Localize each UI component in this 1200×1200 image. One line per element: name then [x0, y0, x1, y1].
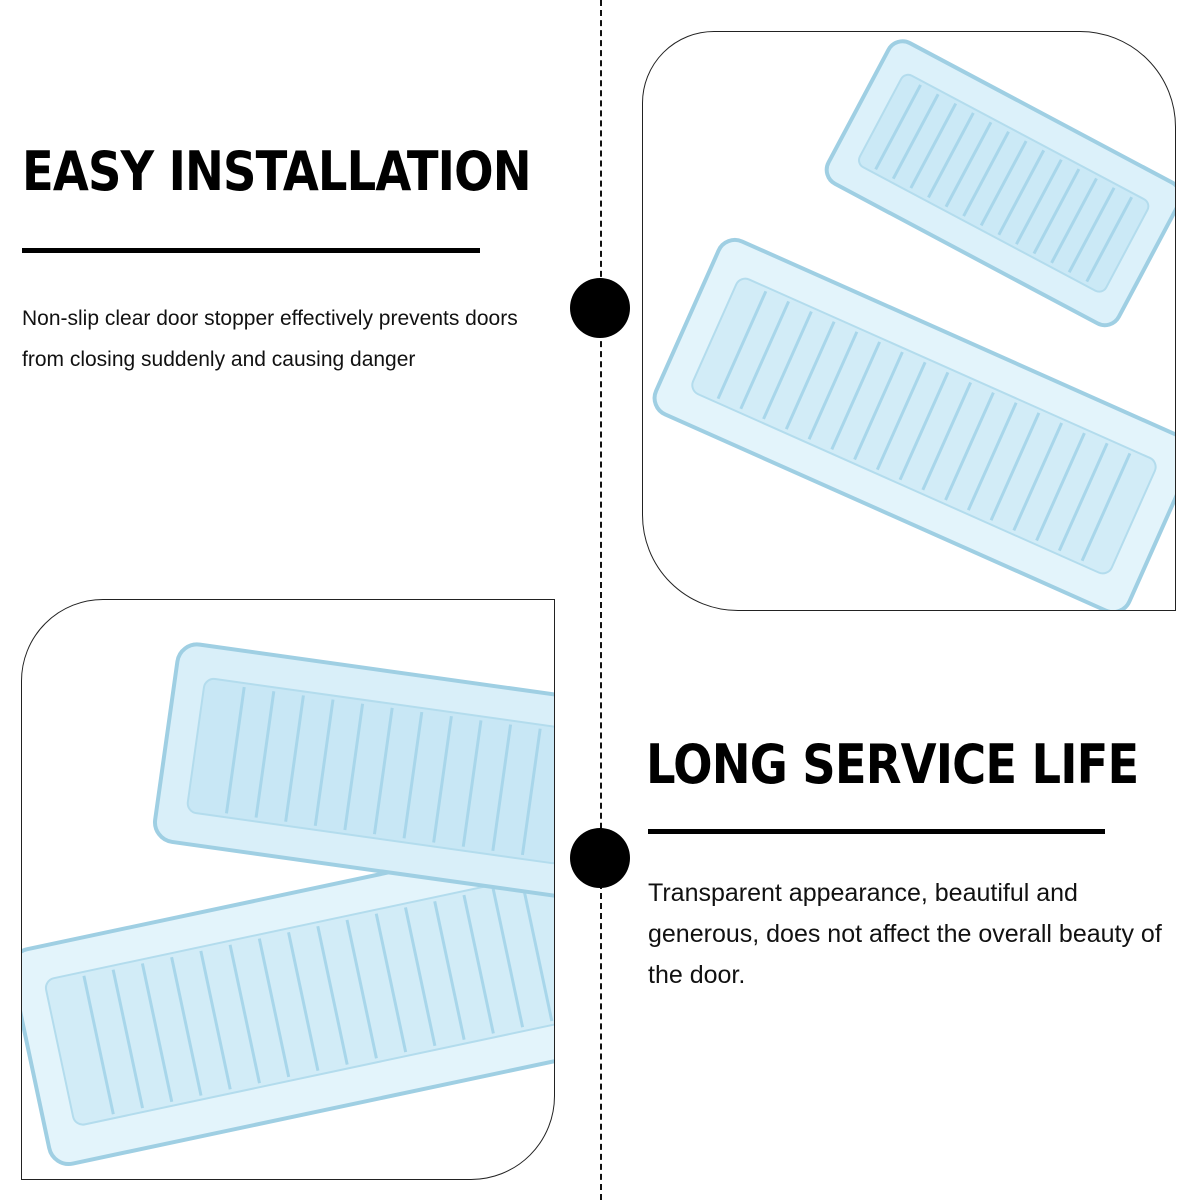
dashed-divider: [600, 0, 602, 1200]
door-stopper-illustration-bottom: [22, 642, 554, 1166]
easy-installation-description: Non-slip clear door stopper effectively …: [22, 307, 518, 371]
long-service-life-heading: LONG SERVICE LIFE: [646, 733, 1139, 796]
door-stopper-illustration-top: [652, 39, 1175, 610]
easy-installation-heading: EASY INSTALLATION: [22, 140, 532, 203]
heading-underline-2: [648, 829, 1105, 834]
door-stopper-photo-top: [642, 31, 1176, 611]
divider-dot-bottom: [570, 828, 630, 888]
divider-dot-top: [570, 278, 630, 338]
long-service-life-description: Transparent appearance, beautiful and ge…: [648, 879, 1162, 989]
door-stopper-photo-bottom: [21, 599, 555, 1180]
heading-underline-1: [22, 248, 480, 253]
